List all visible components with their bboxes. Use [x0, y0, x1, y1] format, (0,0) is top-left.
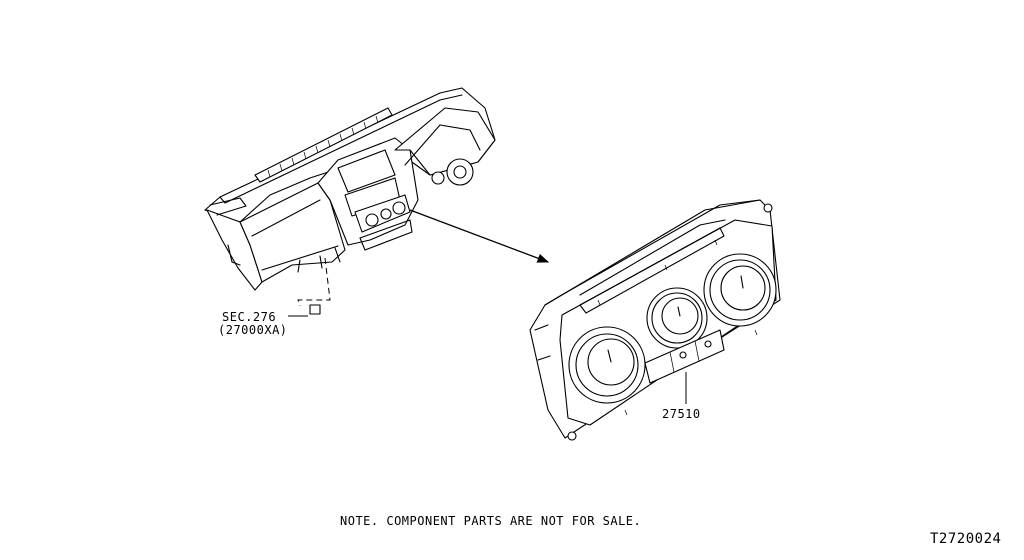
note-text: NOTE. COMPONENT PARTS ARE NOT FOR SALE.	[340, 514, 642, 528]
sec-part-number-label: (27000XA)	[218, 323, 288, 337]
dashboard-illustration	[204, 87, 496, 315]
diagram-code: T2720024	[930, 531, 1002, 547]
part-number-label: 27510	[662, 407, 701, 421]
heater-control-unit-illustration	[529, 199, 781, 441]
arrow-icon	[409, 209, 550, 263]
sec-reference-label: SEC.276	[222, 310, 277, 324]
